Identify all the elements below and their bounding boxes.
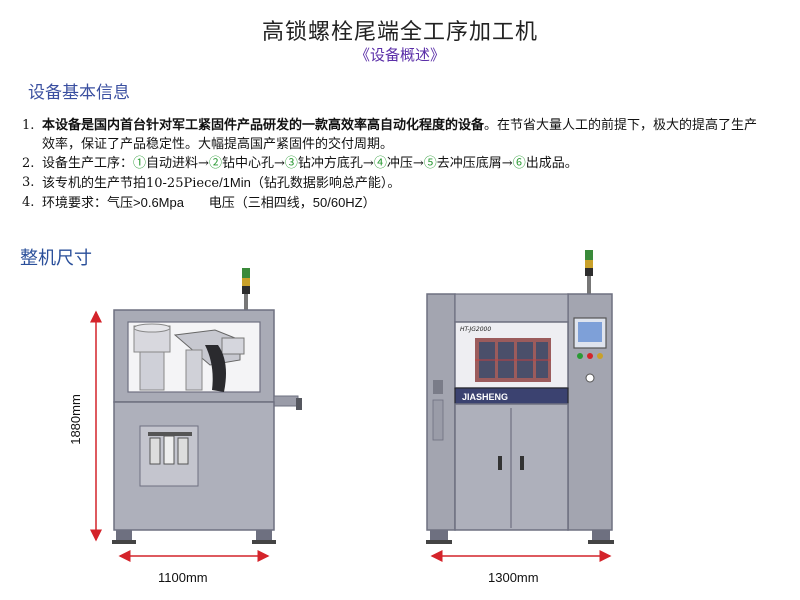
item-3-text-c: （钻孔数据影响总产能）。 xyxy=(250,176,401,191)
machine-front-view: HT-JG2000 JIASHENG xyxy=(426,250,614,544)
section-heading-basic-info: 设备基本信息 xyxy=(28,83,130,103)
step-text: 钻中心孔 xyxy=(221,156,274,171)
step-text: 钻冲方底孔 xyxy=(297,156,363,171)
list-item-number: 1. xyxy=(22,118,35,133)
step-text: 冲压 xyxy=(386,156,413,171)
list-item: 3. 该专机的生产节拍10-25Piece/1Min（钻孔数据影响总产能）。 xyxy=(22,173,762,193)
step-text: 去冲压底屑 xyxy=(436,156,502,171)
step-mark: ③ xyxy=(284,156,298,171)
model-plate-text: HT-JG2000 xyxy=(460,326,491,333)
step-arrow: → xyxy=(273,156,285,171)
list-item-number: 3. xyxy=(22,175,35,190)
list-item: 4. 环境要求：气压>0.6Mpa 电压（三相四线，50/60HZ） xyxy=(22,193,762,213)
step-mark: ⑥ xyxy=(512,156,526,171)
width-right-dimension-label: 1300mm xyxy=(488,570,539,585)
step-mark: ① xyxy=(133,156,147,171)
step-arrow: → xyxy=(501,156,513,171)
section-heading-machine-size: 整机尺寸 xyxy=(20,248,92,269)
brand-label: JIASHENG xyxy=(462,392,508,402)
list-item: 1. 本设备是国内首台针对军工紧固件产品研发的一款高效率高自动化程度的设备。在节… xyxy=(22,116,762,154)
signal-tower-left xyxy=(242,268,250,310)
item-2-suffix: 。 xyxy=(564,156,578,171)
step-mark: ④ xyxy=(373,156,387,171)
item-4-text-a: 环境要求：气压 xyxy=(42,196,134,211)
machine-side-view xyxy=(112,268,302,544)
step-mark: ⑤ xyxy=(423,156,437,171)
page-title: 高锁螺栓尾端全工序加工机 xyxy=(261,20,538,45)
item-4-text-c: 电压（三相四线， xyxy=(183,196,313,211)
item-3-text-b: /1Min xyxy=(219,175,251,190)
item-3-text-a: 该专机的生产节拍10-25Piece xyxy=(42,176,220,191)
step-arrow: → xyxy=(362,156,374,171)
height-dimension-label: 1880mm xyxy=(67,394,83,445)
step-arrow: → xyxy=(198,156,209,171)
item-2-prefix: 设备生产工序： xyxy=(42,156,134,171)
list-item-number: 4. xyxy=(22,195,35,210)
step-mark: ② xyxy=(208,156,222,171)
list-item-number: 2. xyxy=(22,156,35,171)
page-subtitle: 《设备概述》 xyxy=(354,46,445,64)
step-arrow: → xyxy=(412,156,424,171)
item-1-bold-text: 本设备是国内首台针对军工紧固件产品研发的一款高效率高自动化程度的设备 xyxy=(42,118,485,133)
step-text: 自动进料 xyxy=(146,156,199,171)
list-item: 2. 设备生产工序：①自动进料→②钻中心孔→③钻冲方底孔→④冲压→⑤去冲压底屑→… xyxy=(22,154,762,173)
step-text: 出成品 xyxy=(525,156,565,171)
item-4-text-b: >0.6Mpa xyxy=(133,195,184,210)
signal-tower-right xyxy=(585,250,593,294)
item-4-text-e: ） xyxy=(362,196,376,211)
item-4-text-d: 50/60HZ xyxy=(312,195,363,210)
item-1-text: 。在节省大量人工的前提下，极大的提高了生产效率，保证了产品稳定性。大幅提高国产紧… xyxy=(42,118,758,152)
basic-info-list: 1. 本设备是国内首台针对军工紧固件产品研发的一款高效率高自动化程度的设备。在节… xyxy=(22,116,762,213)
width-left-dimension-label: 1100mm xyxy=(158,570,208,585)
